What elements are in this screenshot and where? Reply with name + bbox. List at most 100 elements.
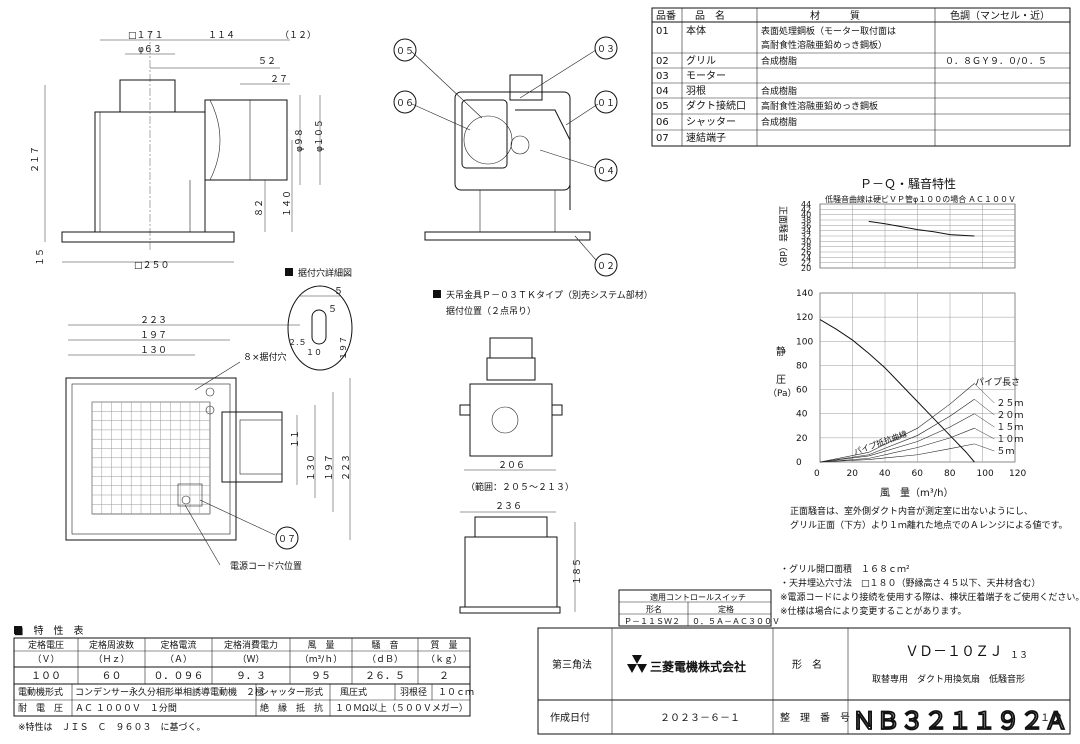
pq-ytick: 40 [796, 410, 808, 420]
note-2: グリル正面（下方）より１ｍ離れた地点でのＡレンジによる値です。 [790, 519, 1068, 531]
spec-unit: （Ｈｚ） [93, 654, 129, 665]
parts-header-color: 色調（マンセル・近） [950, 9, 1050, 22]
parts-row-no: 07 [656, 133, 669, 144]
date-label: 作成日付 [550, 711, 590, 724]
spec-shutter: 風圧式 [340, 686, 367, 698]
noise-chart-note: 低騒音曲線は硬ビＶＰ管φ１００の場合 [825, 194, 966, 204]
pq-legend-entry: ２５ｍ [996, 399, 1023, 409]
spec-value: １００ [31, 671, 61, 682]
noise-ytick: 32 [801, 232, 811, 241]
spec-unit: （Ｗ） [237, 654, 264, 665]
switch-rating: ０．５Ａ－ＡＣ３００Ｖ [692, 617, 780, 626]
spec-unit: （Ａ） [165, 654, 192, 665]
cord-label: 電源コード穴位置 [230, 560, 302, 572]
page-number: １/２ [1040, 713, 1063, 724]
parts-row-material: 高耐食性溶融亜鉛めっき鋼板 [761, 100, 878, 112]
noise-ytick: 28 [801, 243, 811, 252]
dim-52: ５２ [258, 57, 276, 67]
parts-row-name: 羽根 [686, 84, 706, 97]
dim-12: （１２） [280, 30, 316, 41]
switch-table: 適用コントロールスイッチ 形名 定格 Ｐ－１１ＳＷ２ ０．５Ａ－ＡＣ３００Ｖ [618, 589, 780, 627]
pq-pipe-curve [819, 427, 975, 463]
mitsubishi-logo-icon [627, 655, 647, 673]
pq-ytick: 100 [796, 337, 813, 347]
noise-ytick: 40 [801, 211, 811, 220]
dim-d98: φ９８ [295, 128, 305, 152]
cutaway-view: ０５ ０３ ０６ ０１ ０４ ０２ [393, 36, 618, 277]
noise-chart-title: Ｐ－Ｑ・騒音特性 [860, 176, 956, 191]
note-1: 正面騒音は、室外側ダクト内音が測定室に出ないようにし、 [790, 505, 1033, 517]
spec-footnote: ※特性は ＪＩＳ Ｃ ９６０３ に基づく。 [18, 721, 206, 733]
dim-206: ２０６ [498, 461, 525, 471]
pq-pipe-curve [819, 383, 975, 463]
dim-range: （範囲：２０５～２１３） [466, 481, 574, 493]
spec-blade-label: 羽根径 [400, 686, 427, 698]
angle-label: 第三角法 [552, 658, 592, 671]
dim-236: ２３６ [495, 502, 522, 512]
mount-views: 天吊金具Ｐ－０３ＴＫタイプ（別売システム部材） 据付位置（２点吊り） ２０６ （… [433, 289, 653, 614]
pq-xtick: 80 [944, 469, 956, 479]
model-number-sub: １３ [1010, 651, 1028, 661]
spec-unit: （ｋｇ） [426, 654, 462, 665]
dim-185: １８５ [573, 558, 583, 585]
pq-ylabel-2: 圧 [776, 375, 786, 386]
noise-chart-ylabel: 正面騒音（dB） [777, 206, 789, 272]
parts-row-name: 速結端子 [686, 131, 726, 144]
dim-27: ２７ [270, 75, 288, 85]
dim-217: ２１７ [31, 146, 41, 173]
switch-model: Ｐ－１１ＳＷ２ [624, 617, 680, 626]
pq-ylabel-unit: （Pa） [768, 388, 797, 399]
spec-blade: １０ｃｍ [438, 688, 474, 698]
parts-header-material: 材 質 [810, 9, 860, 22]
dim-d63: φ６３ [138, 45, 162, 55]
model-label: 形 名 [792, 658, 822, 671]
dim-82: ８２ [255, 199, 265, 217]
noise-ytick: 30 [801, 237, 811, 246]
parts-row-no: 01 [656, 26, 669, 37]
date-value: ２０２３－６－１ [660, 713, 740, 724]
pq-xtick: 120 [1009, 469, 1026, 479]
parts-row-no: 04 [656, 86, 669, 97]
pq-legend-entry: １０ｍ [996, 435, 1023, 445]
detail-dim-5b: ５ [328, 305, 337, 315]
spec-header: 定格電流 [160, 639, 196, 651]
dim-140: １４０ [283, 190, 293, 217]
pq-ytick: 60 [796, 386, 808, 396]
noise-curve [868, 220, 975, 237]
parts-row-no: 05 [656, 101, 669, 112]
callout-05: ０５ [396, 47, 414, 57]
noise-ytick: 26 [801, 248, 811, 257]
spec-value: ９．３ [236, 671, 266, 682]
pq-legend-leader [974, 399, 995, 416]
dim-sq250: □２５０ [134, 261, 170, 271]
pq-pipe-curve [819, 413, 975, 463]
hole-detail: 据付穴詳細図 ５ ５ １９７ ２.５ １０ [285, 267, 353, 371]
pq-xlabel: 風 量（m³/h） [880, 487, 953, 499]
doc-label: 整 理 番 号 [780, 711, 850, 724]
pq-xtick: 0 [814, 469, 820, 479]
spec-header: 風 量 [307, 640, 334, 651]
spec-title: ■ 特 性 表 [14, 624, 83, 637]
pq-ylabel-1: 静 [776, 345, 786, 358]
pq-ytick: 140 [796, 289, 813, 299]
switch-title: 適用コントロールスイッチ [650, 592, 746, 602]
note-4: ・天井埋込穴寸法 □１８０（野縁高さ４５以下、天井材含む） [780, 577, 1041, 589]
noise-ytick: 24 [801, 253, 811, 262]
model-desc: 取替専用 ダクト用換気扇 低騒音形 [872, 673, 1025, 685]
spec-header: 定格消費電力 [224, 639, 278, 651]
mount-title: 天吊金具Ｐ－０３ＴＫタイプ（別売システム部材） [446, 289, 653, 301]
holes-label: ８×据付穴 [243, 351, 287, 363]
dim-sq171: □１７１ [128, 31, 164, 41]
pq-ytick: 20 [796, 434, 808, 444]
spec-value: ９５ [311, 671, 331, 682]
spec-header: 質 量 [430, 639, 457, 651]
model-number: ＶＤ－１０ＺＪ [905, 644, 1003, 660]
spec-header: 定格周波数 [89, 639, 134, 651]
pq-fan-curve [819, 319, 975, 463]
spec-value: ６０ [102, 671, 122, 682]
pq-ytick: 0 [796, 458, 802, 468]
company-name: 三菱電機株式会社 [650, 659, 746, 674]
